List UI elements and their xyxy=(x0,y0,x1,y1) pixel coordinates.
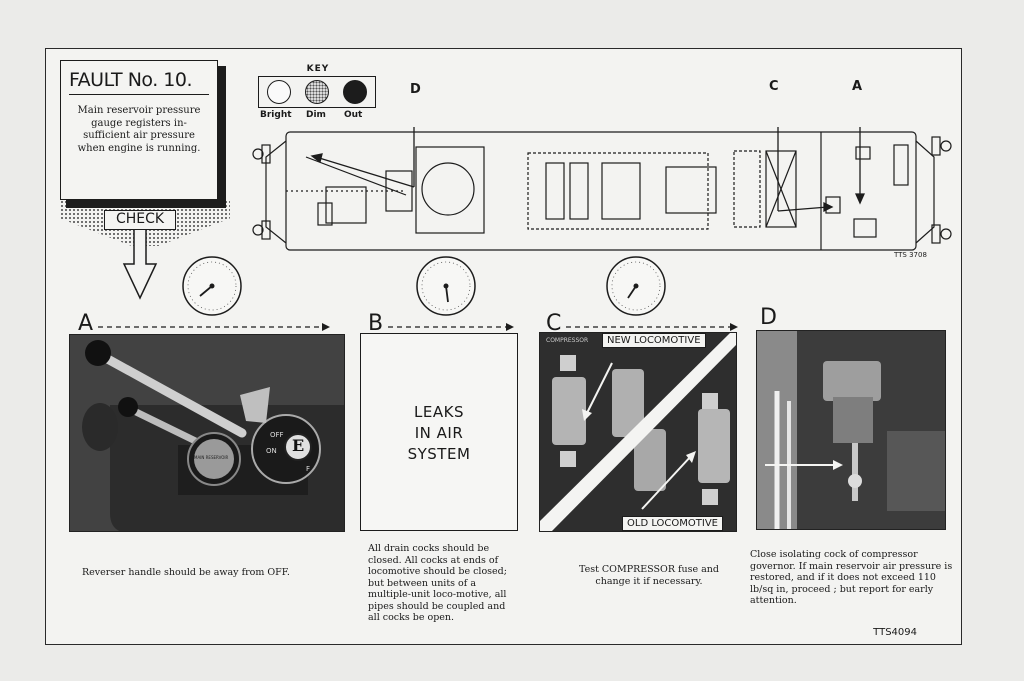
reverser-f-label: F xyxy=(306,465,311,473)
panel-letter-a: A xyxy=(78,311,94,336)
leaks-text: LEAKS IN AIR SYSTEM xyxy=(407,403,471,463)
caption-b: All drain cocks should be closed. All co… xyxy=(368,543,507,623)
reverser-plate-letter: E xyxy=(292,436,305,455)
caption-c: Test COMPRESSOR fuse and change it if ne… xyxy=(578,564,720,587)
fault-description: Main reservoir pressure gauge registers … xyxy=(77,105,201,154)
marker-c: C xyxy=(769,79,779,94)
locomotive-plan-diagram xyxy=(252,127,952,251)
gauge-label: MAIN RESERVOIR xyxy=(194,455,229,460)
panel-letter-b: B xyxy=(368,311,384,336)
caption-d: Close isolating cock of compressor gover… xyxy=(750,549,953,606)
gauge-icon xyxy=(606,256,666,316)
panel-dashed-arrows xyxy=(98,323,738,331)
gauge-icon xyxy=(416,256,476,316)
gauge-icon xyxy=(182,256,242,316)
callout-old-locomotive: OLD LOCOMOTIVE xyxy=(622,516,723,531)
reverser-photo: E OFF ON F MAIN RESERVOIR xyxy=(69,334,345,532)
fuse-label: COMPRESSOR xyxy=(546,337,589,344)
leaks-box: LEAKS IN AIR SYSTEM xyxy=(360,333,518,531)
governor-photo xyxy=(756,330,946,530)
callout-new-locomotive: NEW LOCOMOTIVE xyxy=(602,333,706,348)
fault-card: FAULT No. 10. Main reservoir pressure ga… xyxy=(60,60,232,300)
compressor-fuse-photo: COMPRESSOR xyxy=(539,332,737,532)
key-title: KEY xyxy=(306,64,330,74)
panel-letter-c: C xyxy=(546,311,562,336)
key-label-out: Out xyxy=(344,110,363,120)
diagram-ref: TTS 3708 xyxy=(894,251,927,259)
down-arrow-icon xyxy=(122,230,158,300)
caption-a: Reverser handle should be away from OFF. xyxy=(82,567,290,578)
lamp-dim-icon xyxy=(305,80,329,104)
marker-a: A xyxy=(852,79,863,94)
panel-letter-d: D xyxy=(760,305,777,330)
lamp-out-icon xyxy=(343,80,367,104)
key-label-bright: Bright xyxy=(260,110,292,120)
marker-d: D xyxy=(410,82,421,97)
lamp-key: KEY Bright Dim Out xyxy=(258,64,378,120)
key-label-dim: Dim xyxy=(306,110,326,120)
check-label: CHECK xyxy=(104,210,176,230)
footer-reference: TTS4094 xyxy=(873,627,917,638)
instruction-sheet: FAULT No. 10. Main reservoir pressure ga… xyxy=(45,48,962,645)
reverser-off-label: OFF xyxy=(270,431,284,439)
reverser-on-label: ON xyxy=(266,447,277,455)
lamp-bright-icon xyxy=(267,80,291,104)
fault-title: FAULT No. 10. xyxy=(69,69,209,95)
fault-box: FAULT No. 10. Main reservoir pressure ga… xyxy=(60,60,218,200)
